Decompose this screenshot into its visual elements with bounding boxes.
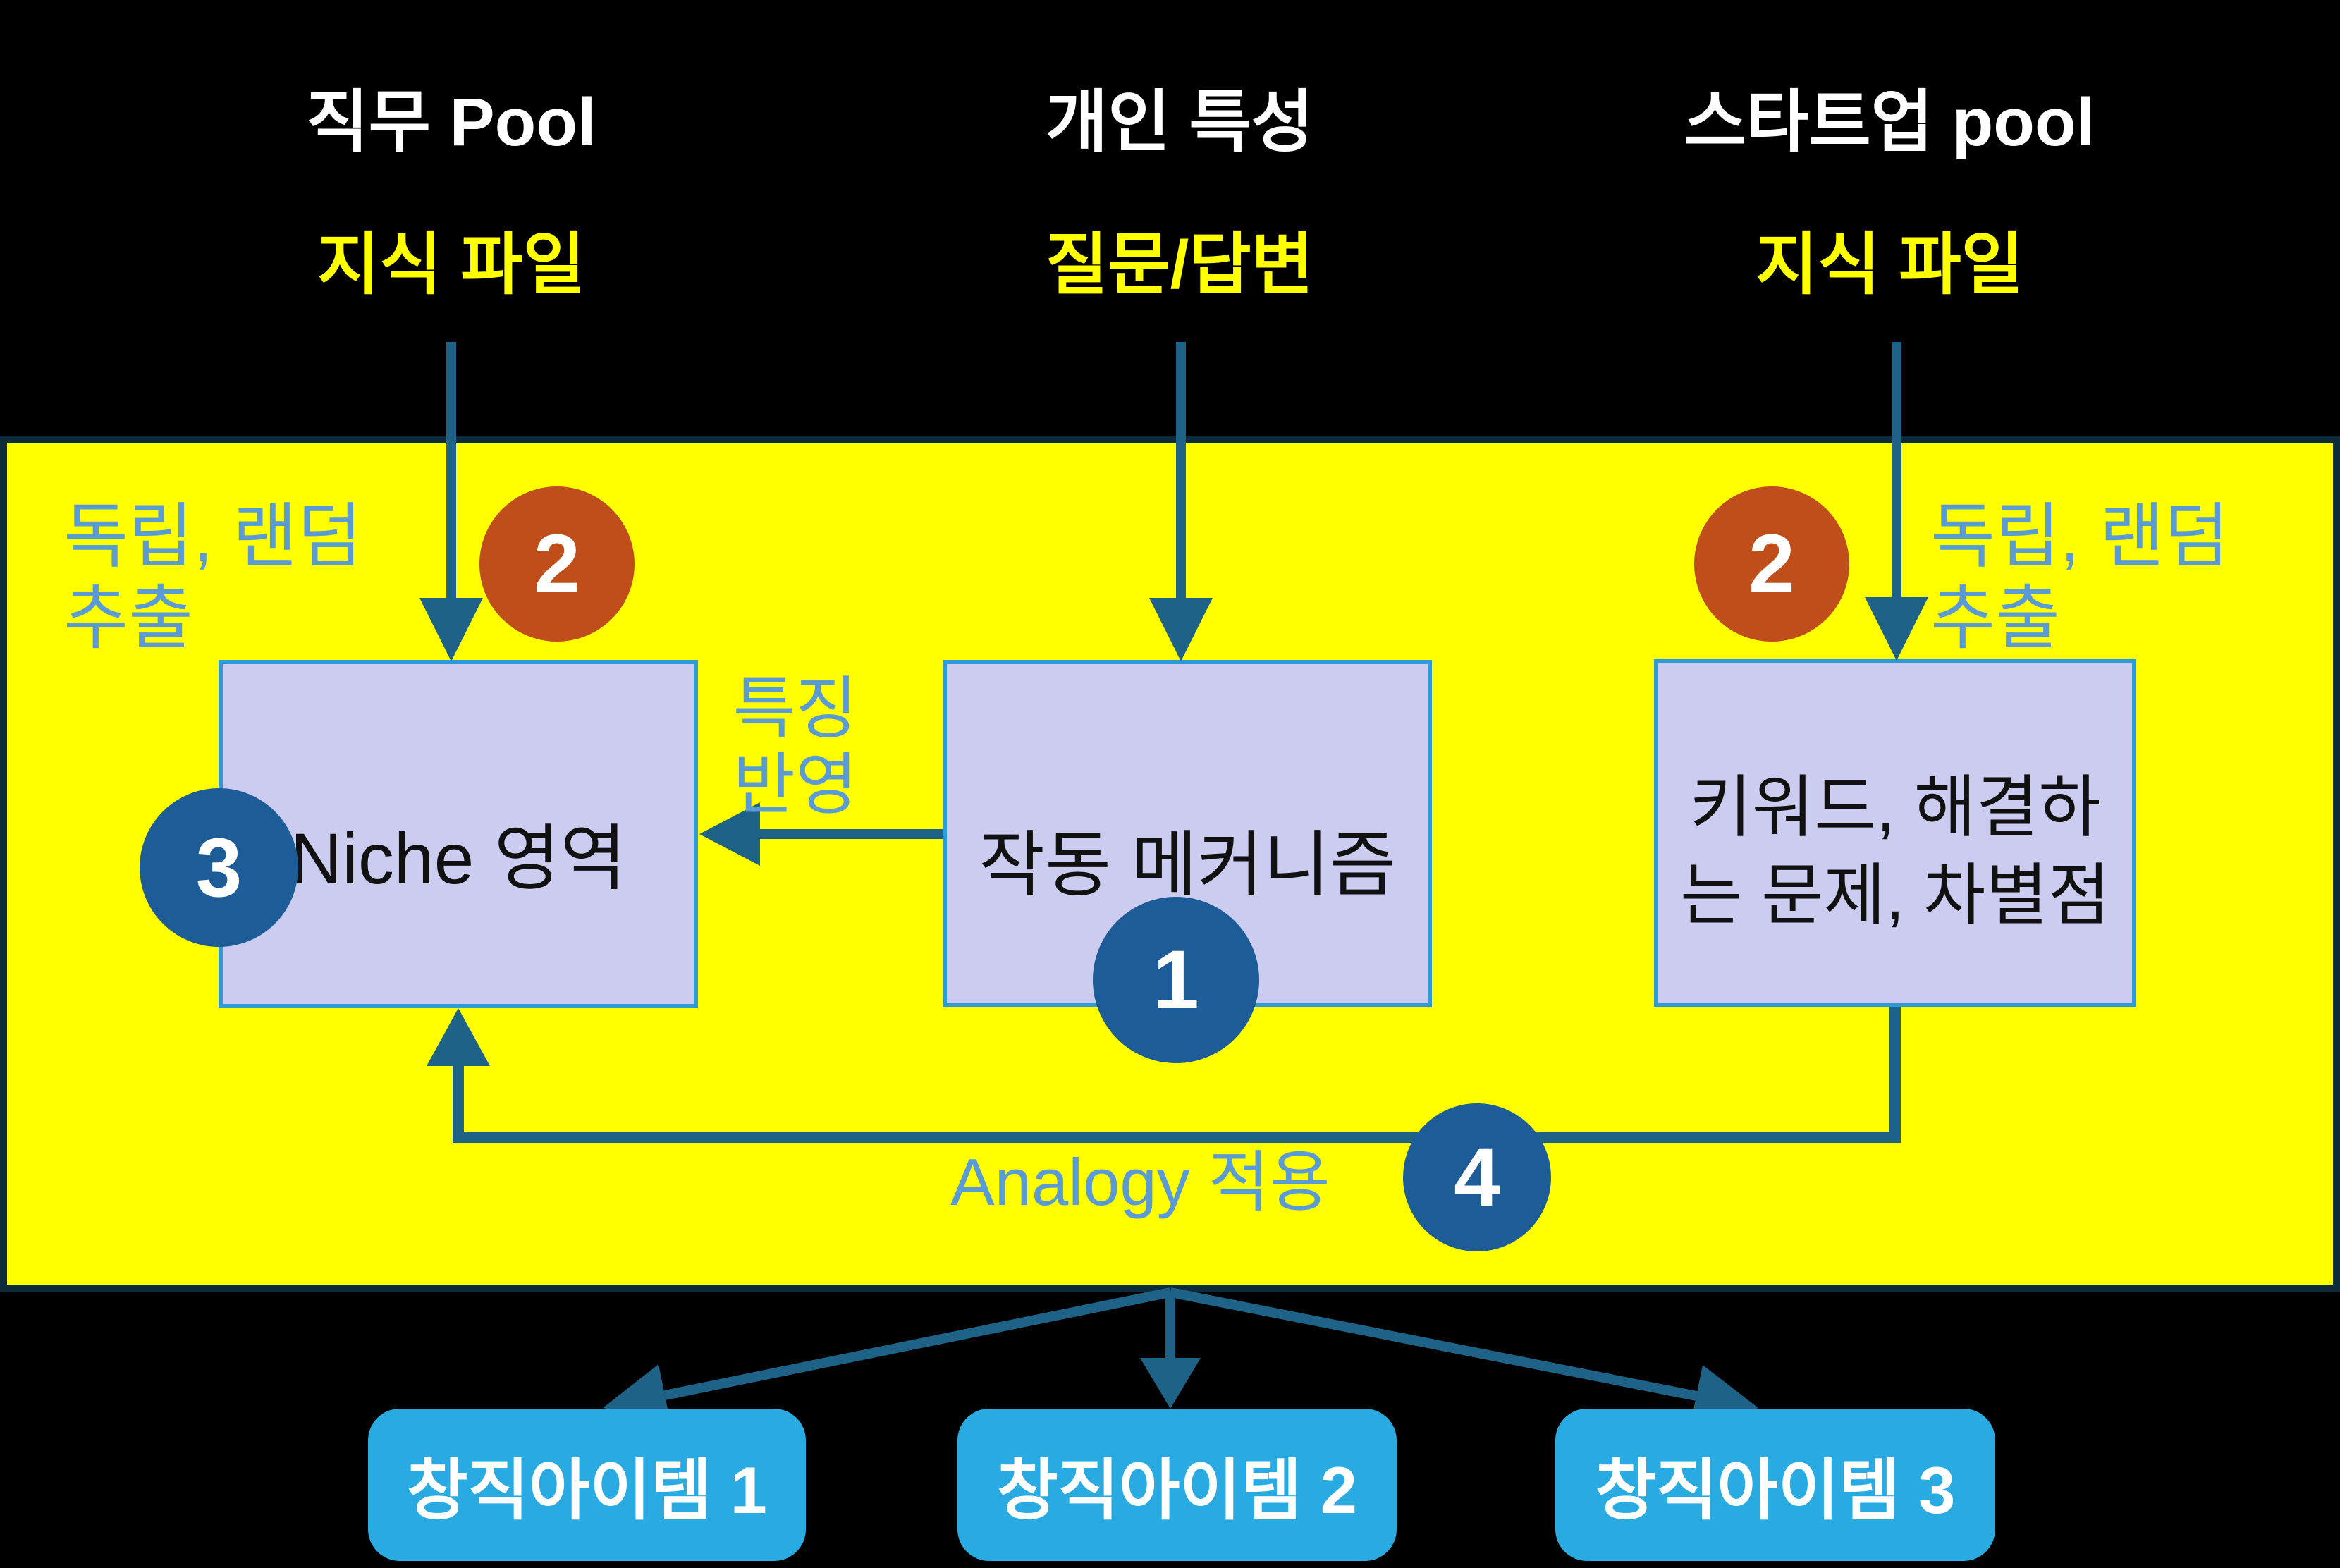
subtitle-knowledge-file-left: 지식 파일 [317, 227, 585, 302]
arrow-to-output3 [1169, 1287, 1698, 1401]
note-right-line2: 추출 [1930, 579, 2060, 658]
step-badge-3: 3 [140, 788, 298, 947]
niche-area-label: Niche 영역 [290, 818, 627, 899]
step-badge-1: 1 [1093, 897, 1259, 1063]
startup-keywords-line2: 는 문제, 차별점 [1680, 858, 2110, 933]
arrowhead-feature-reflect [699, 802, 760, 866]
mechanism-label: 작동 메커니즘 [979, 825, 1396, 906]
arrowhead-to-output2 [1140, 1358, 1201, 1409]
step-badge-2-left: 2 [479, 486, 635, 642]
output-item-2: 창직아이템 2 [957, 1409, 1397, 1561]
arrowhead-startup-down [1865, 597, 1928, 661]
subtitle-knowledge-file-right: 지식 파일 [1756, 227, 2023, 302]
arrowhead-jobpool-down [419, 598, 483, 661]
output-item-2-label: 창직아이템 2 [997, 1453, 1357, 1527]
step-badge-4: 4 [1403, 1103, 1551, 1251]
note-analogy-apply: Analogy 적용 [950, 1145, 1330, 1219]
note-independent-random-left: 독립, 랜덤 추출 [63, 496, 362, 659]
step-1-number: 1 [1153, 933, 1199, 1027]
note-feature-line2: 반영 [733, 747, 858, 823]
startup-keywords-label: 키워드, 해결하 는 문제, 차별점 [1680, 764, 2110, 941]
output-item-3-label: 창직아이템 3 [1595, 1453, 1956, 1527]
step-badge-2-right: 2 [1694, 486, 1849, 642]
step-2-left-number: 2 [534, 517, 580, 611]
arrow-to-output1 [663, 1287, 1172, 1400]
subtitle-question-answer: 질문/답변 [1046, 227, 1313, 302]
step-2-right-number: 2 [1748, 517, 1795, 611]
step-3-number: 3 [195, 821, 243, 914]
note-feature-line1: 특징 [733, 671, 858, 747]
startup-keywords-box: 키워드, 해결하 는 문제, 차별점 [1654, 659, 2136, 1007]
header-startup-pool: 스타트업 pool [1684, 85, 2095, 160]
note-feature-reflect: 특징 반영 [725, 671, 866, 823]
arrowhead-personal-down [1149, 598, 1213, 661]
step-4-number: 4 [1454, 1131, 1500, 1224]
note-right-line1: 독립, 랜덤 [1930, 497, 2229, 576]
header-personal: 개인 특성 [1046, 85, 1313, 160]
niche-area-box: Niche 영역 [219, 660, 698, 1008]
note-left-line2: 추출 [63, 579, 193, 658]
arrowhead-analogy-up [427, 1008, 490, 1066]
note-left-line1: 독립, 랜덤 [63, 497, 362, 576]
output-item-1: 창직아이템 1 [368, 1409, 806, 1561]
header-job-pool: 직무 Pool [306, 85, 596, 160]
startup-keywords-line1: 키워드, 해결하 [1689, 770, 2101, 846]
note-independent-random-right: 독립, 랜덤 추출 [1930, 496, 2229, 659]
output-item-1-label: 창직아이템 1 [407, 1453, 767, 1527]
output-item-3: 창직아이템 3 [1555, 1409, 1995, 1561]
